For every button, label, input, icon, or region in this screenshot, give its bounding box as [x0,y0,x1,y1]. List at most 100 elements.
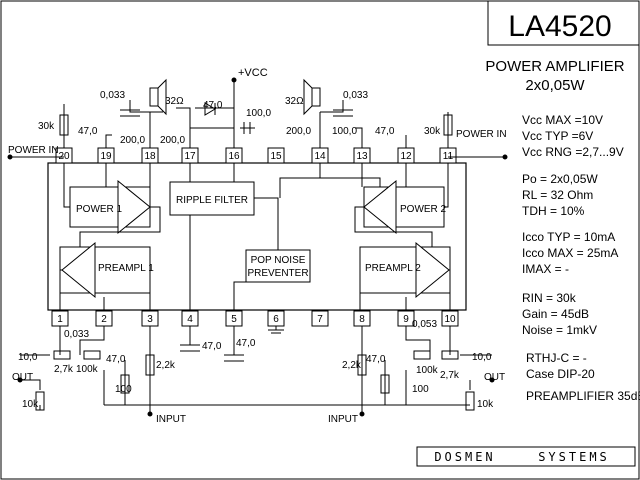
out-left-label: OUT [12,372,33,383]
spec-vcc-max: Vcc MAX =10V [522,113,603,127]
power-in-left-label: POWER IN [8,145,59,156]
label-c-200-l1: 200,0 [120,135,145,146]
power-in-left-node [7,154,13,160]
bottom-pin-label-6: 6 [273,314,279,325]
bottom-pin-label-5: 5 [231,314,237,325]
cap-100-top [243,122,251,134]
brand-name: DOSMEN [434,450,495,464]
top-pin-label-19: 19 [100,151,112,162]
label-r-32-r: 32Ω [285,96,304,107]
bottom-pin-label-7: 7 [317,314,323,325]
spec-imax: IMAX = - [522,262,569,276]
diode [204,102,216,116]
cap-47-pin4 [180,344,200,352]
top-pin-label-12: 12 [400,151,412,162]
label-c-47-br: 47,0 [366,354,386,365]
circuit-labels: +VCC POWER IN POWER IN INPUT INPUT OUT O… [8,67,507,425]
power-in-right-label: POWER IN [456,129,507,140]
resistor-30k-right [443,114,453,136]
cap-47-pin5 [224,354,244,362]
external-wiring-bottom [20,326,492,414]
power-in-right-node [502,154,508,160]
top-pin-label-16: 16 [228,151,240,162]
vcc-label: +VCC [238,67,268,79]
top-pin-15 [267,147,285,164]
out-left-node [17,377,23,383]
input-right-node [359,411,365,417]
top-pin-label-18: 18 [144,151,156,162]
bottom-pin-label-3: 3 [147,314,153,325]
top-pin-label-15: 15 [270,151,282,162]
out-right-label: OUT [484,372,505,383]
label-c-10-bl: 10,0 [18,352,38,363]
top-pin-label-17: 17 [184,151,196,162]
input-right-label: INPUT [328,414,358,425]
out-right-node [489,377,495,383]
resistor-2-7k-right [441,350,459,360]
label-r-30k-r: 30k [424,126,441,137]
top-pin-label-20: 20 [58,151,70,162]
power2-label: POWER 2 [400,204,447,215]
label-c-47-top: 47,0 [203,100,223,111]
power2-triangle [363,179,397,235]
label-c-47-19: 47,0 [78,126,98,137]
spec-gain: Gain = 45dB [522,307,589,321]
speaker-left-cone [157,78,167,116]
label-r-10k-br: 10k [477,399,494,410]
bottom-pin-label-2: 2 [101,314,107,325]
subtitle-2: 2x0,05W [525,77,585,94]
resistor-30k-left [59,114,69,136]
chip-title: LA4520 [508,10,611,43]
cap-0033-tr [333,109,353,117]
top-pin-label-13: 13 [356,151,368,162]
label-r-100k-bl: 100k [76,364,99,375]
label-c-47-12: 47,0 [375,126,395,137]
ground-pin6 [268,329,284,334]
preampl2-label: PREAMPL 2 [365,263,421,274]
label-c-100-r: 100,0 [332,126,357,137]
spec-vcc-rng: Vcc RNG =2,7...9V [522,145,624,159]
label-c-200-r: 200,0 [286,126,311,137]
spec-po: Po = 2x0,05W [522,172,598,186]
bottom-pin-label-4: 4 [187,314,193,325]
label-c-10-br: 10,0 [472,352,492,363]
label-c-47-p4: 47,0 [202,341,222,352]
spec-preamp: PREAMPLIFIER 35dB [526,389,640,403]
input-left-node [147,411,153,417]
brand-box [416,446,636,467]
speaker-left [149,87,159,107]
spec-rthj: RTHJ-C = - [526,351,587,365]
input-left-label: INPUT [156,414,186,425]
resistor-10k-right [465,391,475,411]
title-box [487,1,639,46]
subtitle-1: POWER AMPLIFIER [485,58,624,75]
internal-wiring [59,163,451,310]
preampl2-triangle [415,241,450,299]
label-c-100-top: 100,0 [246,108,271,119]
top-pin-label-14: 14 [314,151,326,162]
label-c-47-bl: 47,0 [106,354,126,365]
spec-icco-typ: Icco TYP = 10mA [522,230,615,244]
pop-noise-label-1: POP NOISE [251,255,306,266]
resistor-100k-left [83,350,101,360]
speaker-right-cone [303,78,313,116]
components [7,77,508,417]
power1-label: POWER 1 [76,204,123,215]
label-r-100k-br: 100k [416,365,439,376]
ic-body [47,162,467,311]
label-r-22k-br: 2,2k [342,360,362,371]
label-c-0033-bl: 0,033 [64,329,89,340]
label-r-32-l: 32Ω [165,96,184,107]
resistor-2-7k-left [53,350,71,360]
pop-noise-label-2: PREVENTER [247,268,308,279]
spec-list: Vcc MAX =10V Vcc TYP =6V Vcc RNG =2,7...… [522,113,640,403]
speaker-right [311,87,321,107]
preampl1-label: PREAMPL 1 [98,263,154,274]
resistor-100k-right [413,350,431,360]
vcc-node [231,77,237,83]
spec-rl: RL = 32 Ohm [522,188,593,202]
spec-icco-max: Icco MAX = 25mA [522,246,618,260]
